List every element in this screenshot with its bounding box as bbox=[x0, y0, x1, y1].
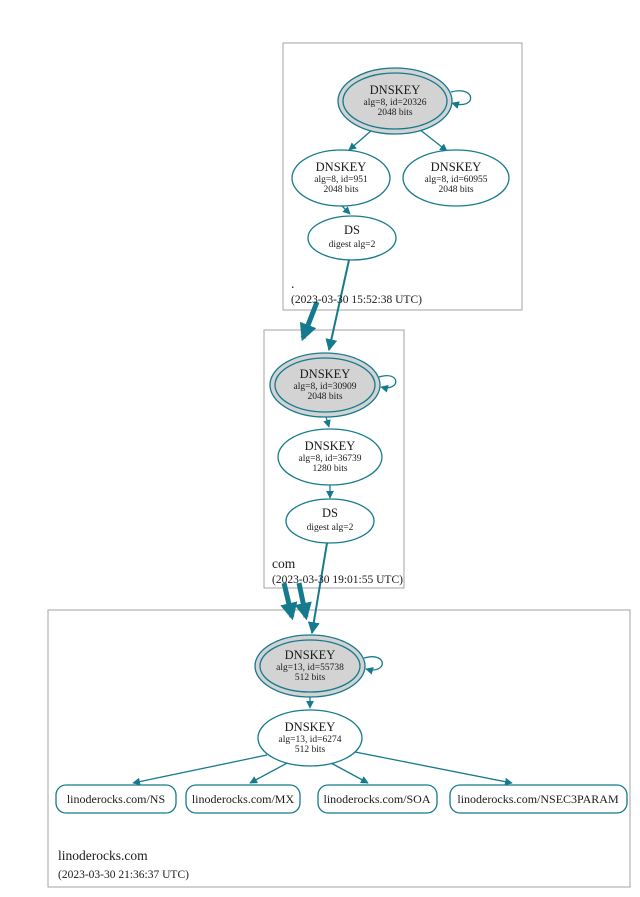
dnskey-zsk2-root bbox=[402, 149, 510, 207]
dnskey-zsk-lino-title: DNSKEY bbox=[285, 720, 336, 734]
ds-com-digest: digest alg=2 bbox=[307, 523, 354, 533]
dnskey-ksk-root-bits: 2048 bits bbox=[377, 108, 412, 118]
delegation-arrow-com-lino-2 bbox=[294, 582, 312, 621]
dnskey-zsk-com-title: DNSKEY bbox=[305, 439, 356, 453]
dnskey-ksk-root-inner-ring bbox=[342, 72, 448, 130]
rrsig-edge-root-zsk-ds bbox=[341, 205, 351, 215]
dnskey-ksk-lino-bits: 512 bits bbox=[295, 673, 326, 683]
zone-timestamp-root: (2023-03-30 15:52:38 UTC) bbox=[291, 294, 422, 306]
self-sign-loop-com-ksk bbox=[378, 375, 397, 393]
rrsig-edge-lino-zsk-soa bbox=[330, 762, 369, 784]
dnskey-ksk-lino bbox=[254, 634, 366, 698]
dnskey-zsk-com-bits: 1280 bits bbox=[312, 464, 347, 474]
zone-label-com: com bbox=[272, 556, 296, 571]
ds-root-digest: digest alg=2 bbox=[329, 240, 376, 250]
rrset-label-soa: linoderocks.com/SOA bbox=[324, 792, 431, 806]
zone-timestamp-com: (2023-03-30 19:01:55 UTC) bbox=[272, 574, 403, 586]
ds-node-com bbox=[285, 498, 375, 544]
dnskey-ksk-lino-alg: alg=13, id=55738 bbox=[276, 663, 344, 673]
rrset-box-soa bbox=[317, 784, 438, 814]
rrsig-edge-lino-zsk-ns bbox=[132, 754, 268, 786]
dnskey-zsk-com-alg: alg=8, id=36739 bbox=[299, 454, 362, 464]
dnskey-ksk-com bbox=[269, 352, 381, 418]
dnskey-ksk-lino-inner-ring bbox=[259, 639, 361, 693]
dnskey-zsk2-root-bits: 2048 bits bbox=[438, 185, 473, 195]
ds-root-title: DS bbox=[344, 223, 360, 237]
rrsig-edge-lino-zsk-nsec3param bbox=[354, 751, 513, 786]
dnskey-ksk-root-alg: alg=8, id=20326 bbox=[364, 98, 427, 108]
dnskey-zsk-lino-alg: alg=13, id=6274 bbox=[279, 735, 342, 745]
dnskey-ksk-root-title: DNSKEY bbox=[370, 83, 421, 97]
rrset-box-nsec3param bbox=[449, 784, 628, 814]
dnskey-ksk-root bbox=[337, 67, 453, 135]
dnskey-zsk1-root-bits: 2048 bits bbox=[323, 185, 358, 195]
zone-box-linoderocks bbox=[47, 609, 631, 888]
self-sign-loop-lino-ksk bbox=[363, 656, 383, 675]
dnskey-ksk-com-bits: 2048 bits bbox=[307, 392, 342, 402]
ds-com-title: DS bbox=[322, 506, 338, 520]
dnskey-zsk-lino-bits: 512 bits bbox=[295, 745, 326, 755]
rrsig-edge-root-ksk-zsk1 bbox=[348, 129, 373, 151]
rrsig-edge-root-ksk-zsk2 bbox=[418, 128, 448, 152]
zone-label-root: . bbox=[291, 276, 294, 291]
dnskey-zsk2-root-alg: alg=8, id=60955 bbox=[425, 175, 488, 185]
delegation-arrow-com-lino-1 bbox=[280, 582, 298, 621]
rrset-label-ns: linoderocks.com/NS bbox=[67, 792, 165, 806]
dnskey-zsk1-root bbox=[291, 149, 391, 207]
dnskey-zsk1-root-title: DNSKEY bbox=[316, 160, 367, 174]
zone-timestamp-linoderocks: (2023-03-30 21:36:37 UTC) bbox=[58, 869, 189, 881]
self-sign-loop-root-ksk bbox=[450, 90, 472, 109]
zone-label-linoderocks: linoderocks.com bbox=[58, 848, 148, 863]
dnskey-zsk-com bbox=[277, 428, 383, 486]
rrsig-edge-com-ksk-zsk bbox=[323, 416, 331, 428]
ds-edge-com-lino bbox=[307, 542, 328, 635]
dnskey-ksk-com-alg: alg=8, id=30909 bbox=[294, 382, 357, 392]
delegation-arrow-root-com bbox=[299, 301, 320, 342]
dnskey-ksk-lino-title: DNSKEY bbox=[285, 648, 336, 662]
dnskey-ksk-com-title: DNSKEY bbox=[300, 367, 351, 381]
dnskey-ksk-com-inner-ring bbox=[274, 357, 376, 413]
dnskey-zsk2-root-title: DNSKEY bbox=[431, 160, 482, 174]
rrset-box-ns bbox=[55, 784, 177, 814]
rrset-box-mx bbox=[185, 784, 301, 814]
rrset-label-nsec3param: linoderocks.com/NSEC3PARAM bbox=[457, 792, 619, 806]
dnskey-zsk1-root-alg: alg=8, id=951 bbox=[314, 175, 368, 185]
ds-edge-root-com bbox=[325, 259, 350, 352]
rrset-label-mx: linoderocks.com/MX bbox=[192, 792, 295, 806]
zone-box-root bbox=[282, 42, 523, 311]
ds-node-root bbox=[307, 215, 397, 261]
dnskey-zsk-lino bbox=[257, 709, 363, 767]
rrsig-edge-lino-zsk-mx bbox=[249, 761, 290, 784]
